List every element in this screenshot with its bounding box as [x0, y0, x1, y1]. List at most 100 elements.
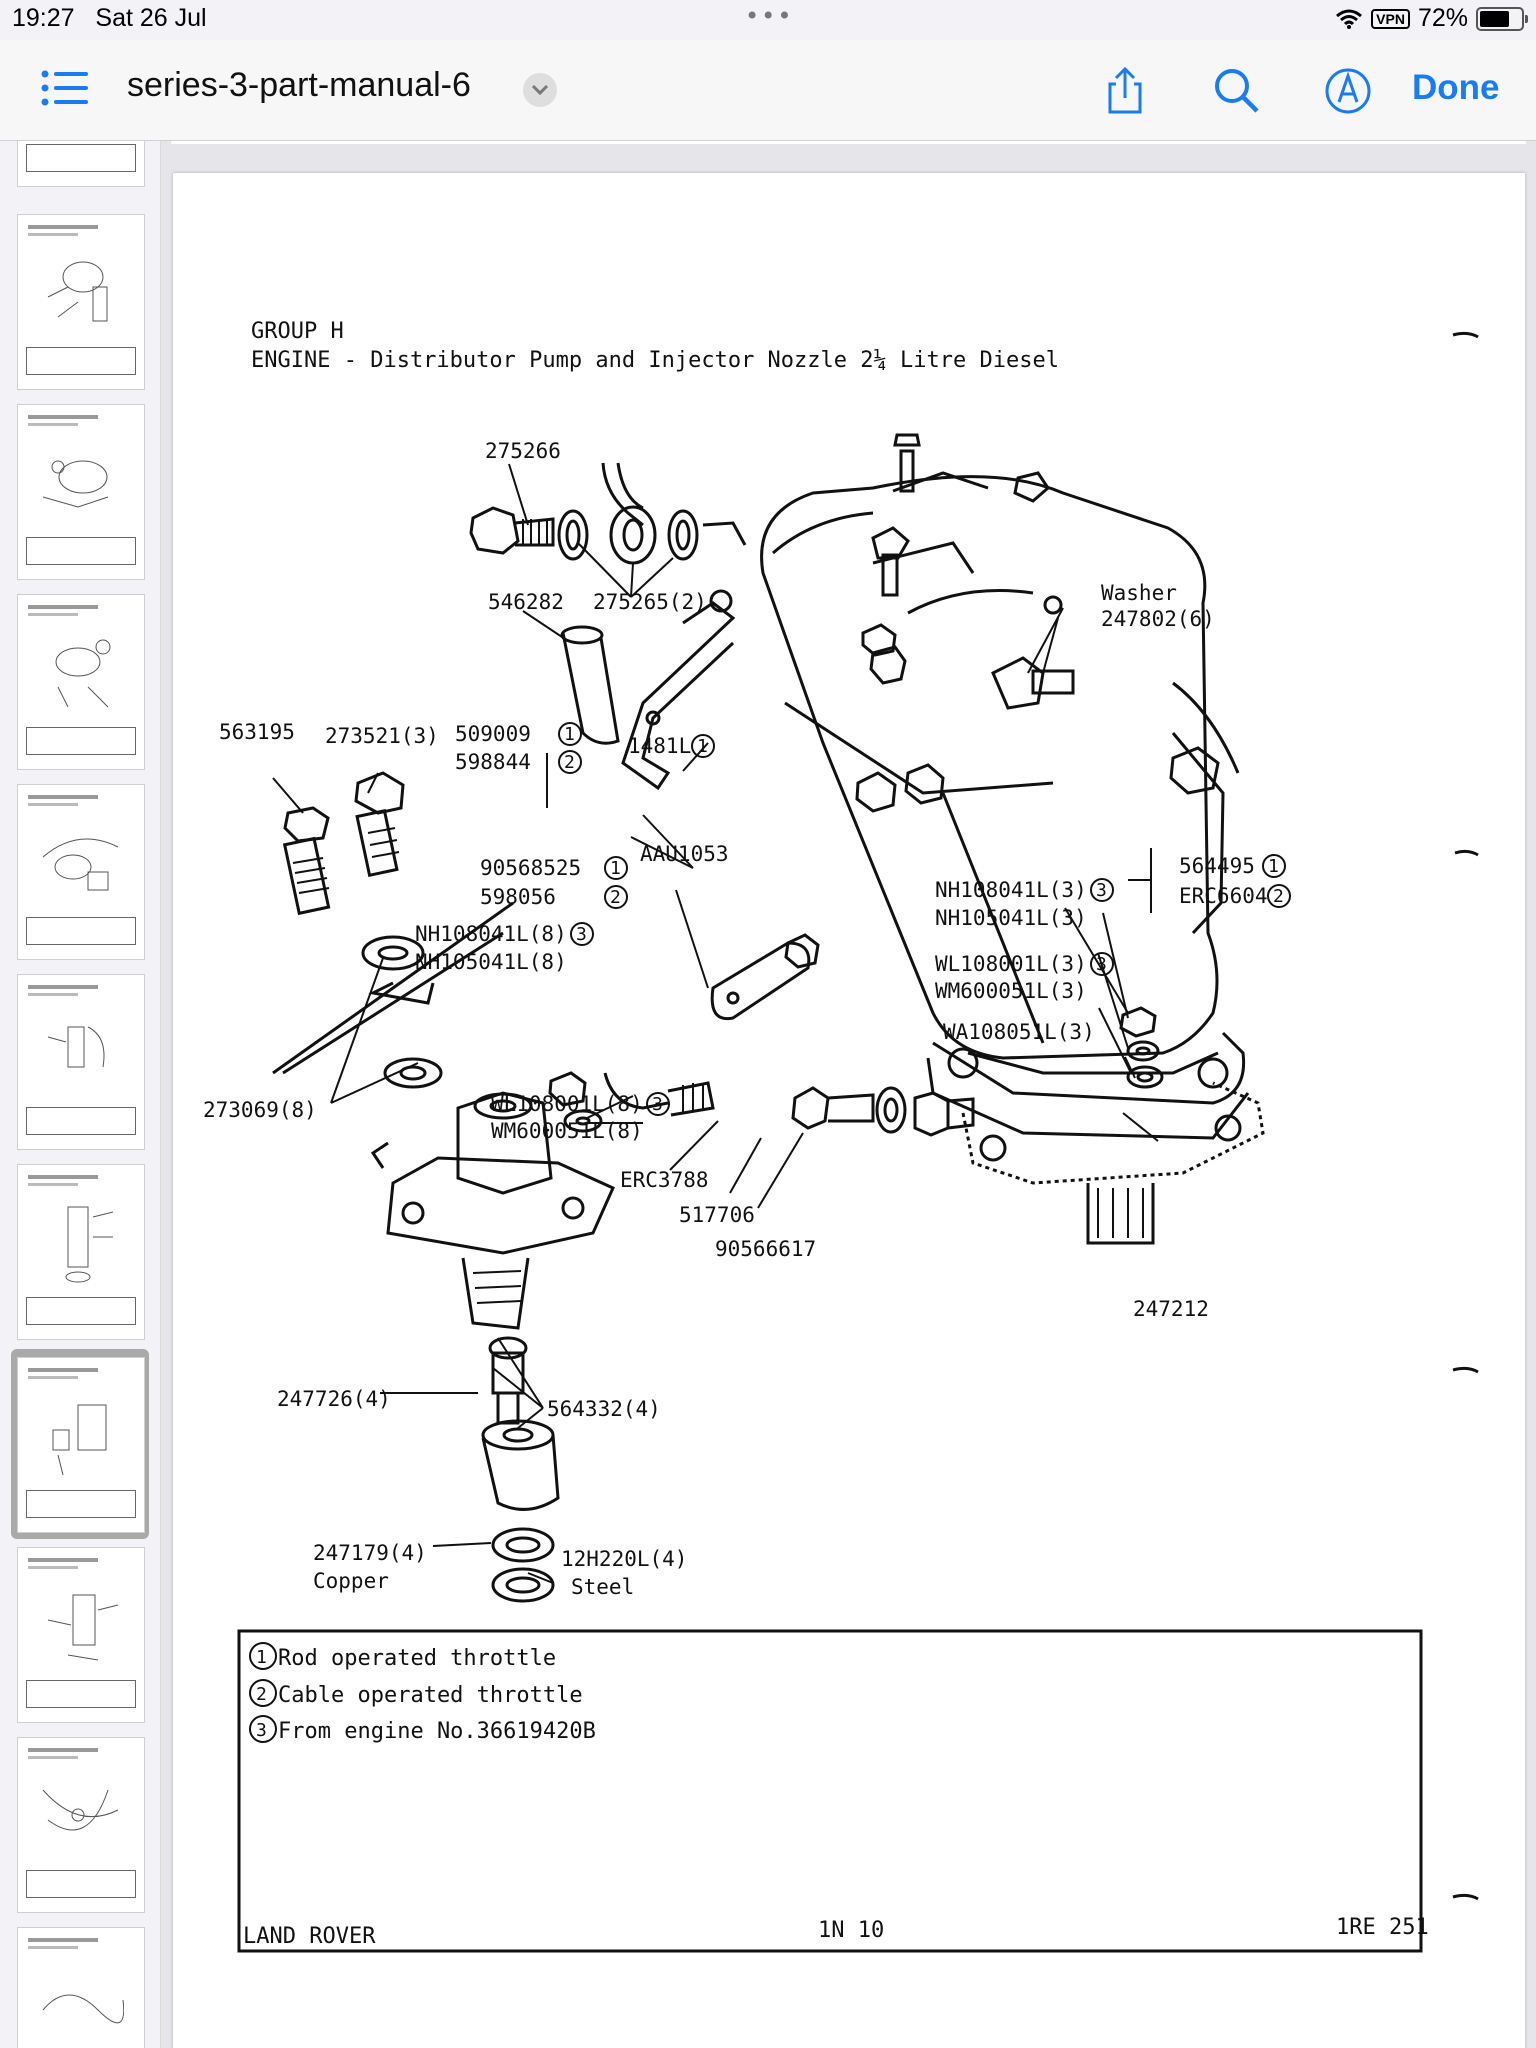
notes-box [237, 1629, 1423, 1953]
marker-598056: 2 [604, 885, 628, 909]
banjo-bolts-left [282, 771, 405, 916]
page-thumbnail[interactable] [17, 1737, 145, 1913]
part-labels: 275266 546282 275265(2) Washer 247802(6)… [203, 439, 1268, 1599]
svg-text:1: 1 [697, 736, 708, 757]
wifi-icon [1336, 9, 1363, 29]
note-3: 3 From engine No.36619420B [249, 1715, 596, 1744]
page-heading: ENGINE - Distributor Pump and Injector N… [251, 348, 1059, 373]
page-thumbnail-current[interactable] [17, 1357, 145, 1533]
battery-fill [1480, 10, 1509, 27]
label-washer: Washer [1101, 581, 1177, 605]
sleeve-part [560, 625, 620, 745]
page-thumbnail[interactable] [17, 1164, 145, 1340]
label-ERC3788: ERC3788 [620, 1168, 709, 1192]
marker-90568525: 1 [604, 856, 628, 880]
page-footer: LAND ROVER 1N 10 1RE 251 [243, 1915, 1429, 1949]
label-509009: 509009 [455, 722, 531, 746]
label-steel: Steel [571, 1575, 634, 1599]
label-517706: 517706 [679, 1203, 755, 1227]
done-button[interactable]: Done [1412, 68, 1500, 107]
page-thumbnails-sidebar[interactable]: ••• [0, 141, 161, 2048]
page-thumbnail[interactable] [17, 784, 145, 960]
label-275265: 275265(2) [593, 590, 707, 614]
label-564332: 564332(4) [547, 1397, 661, 1421]
svg-text:From engine No.36619420B: From engine No.36619420B [278, 1719, 596, 1744]
label-WM600051L-8: WM600051L(8) [491, 1119, 643, 1143]
list-icon[interactable] [40, 68, 90, 112]
throttle-link [710, 933, 820, 1021]
marker-1481L: 1 [691, 734, 715, 758]
marker-WL108001L-8: 3 [646, 1092, 670, 1116]
svg-text:1: 1 [256, 1647, 267, 1668]
marker-ERC6604: 2 [1267, 884, 1291, 908]
svg-text:3: 3 [256, 1720, 267, 1741]
marker-564495: 1 [1262, 854, 1286, 878]
label-546282: 546282 [488, 590, 564, 614]
washers-273069 [272, 901, 514, 1089]
label-90566617: 90566617 [715, 1237, 816, 1261]
share-icon[interactable] [1100, 66, 1150, 116]
svg-text:1: 1 [1268, 856, 1279, 877]
document-title[interactable]: series-3-part-manual-6 [127, 66, 471, 104]
markup-icon[interactable] [1323, 66, 1373, 116]
battery-percent: 72% [1417, 4, 1468, 32]
label-598056: 598056 [480, 885, 556, 909]
svg-text:1: 1 [564, 724, 575, 745]
footer-left: LAND ROVER [243, 1924, 376, 1949]
battery-icon [1476, 6, 1528, 31]
svg-text:2: 2 [610, 887, 621, 908]
status-bar: 19:27 Sat 26 Jul ••• VPN 72% [0, 0, 1536, 40]
rear-banjo-assembly [791, 1086, 975, 1137]
marker-NH108041L-8: 3 [570, 922, 594, 946]
footer-center: 1N 10 [818, 1918, 884, 1943]
title-menu-button[interactable] [523, 73, 557, 107]
search-icon[interactable] [1212, 66, 1262, 116]
label-AAU1053: AAU1053 [640, 842, 729, 866]
label-WA108051L-3: WA108051L(3) [943, 1020, 1095, 1044]
label-WM600051L-3: WM600051L(3) [935, 979, 1087, 1003]
label-12H220L: 12H220L(4) [561, 1547, 687, 1571]
banjo-bolt-assembly [469, 462, 747, 565]
svg-text:1: 1 [610, 858, 621, 879]
svg-text:Rod operated throttle: Rod operated throttle [278, 1646, 556, 1671]
label-copper: Copper [313, 1569, 389, 1593]
svg-text:3: 3 [652, 1094, 663, 1115]
svg-text:2: 2 [564, 752, 575, 773]
svg-text:2: 2 [1273, 886, 1284, 907]
page-thumbnail[interactable] [17, 974, 145, 1150]
throttle-lever-bracket [621, 589, 736, 791]
label-NH105041L-8: NH105041L(8) [415, 950, 567, 974]
page-thumbnail[interactable] [17, 1927, 145, 2048]
page-thumbnail[interactable] [17, 594, 145, 770]
label-273521: 273521(3) [325, 724, 439, 748]
svg-text:3: 3 [576, 924, 587, 945]
marker-598844: 2 [558, 750, 582, 774]
label-WL108001L-3: WL108001L(3) [935, 952, 1087, 976]
page-thumbnail[interactable] [17, 141, 145, 187]
pump-body [760, 433, 1265, 1245]
page-thumbnail[interactable] [17, 214, 145, 390]
label-247212: 247212 [1133, 1297, 1209, 1321]
label-1481L: 1481L [628, 734, 691, 758]
document-viewer[interactable]: GROUP H ENGINE - Distributor Pump and In… [161, 141, 1536, 2048]
label-ERC6604: ERC6604 [1179, 884, 1268, 908]
page-thumbnail[interactable] [17, 1547, 145, 1723]
label-273069: 273069(8) [203, 1098, 317, 1122]
marker-WL108001L-3: 3 [1090, 952, 1114, 976]
svg-text:3: 3 [1096, 880, 1107, 901]
margin-marks [1452, 331, 1479, 1901]
chevron-down-icon [531, 84, 549, 96]
group-label: GROUP H [251, 319, 344, 344]
previous-page-edge [171, 141, 1526, 144]
manual-page: GROUP H ENGINE - Distributor Pump and In… [173, 173, 1525, 2048]
label-NH105041L-3: NH105041L(3) [935, 906, 1087, 930]
label-90568525: 90568525 [480, 856, 581, 880]
document-toolbar: series-3-part-manual-6 Done [0, 40, 1536, 141]
label-247802: 247802(6) [1101, 607, 1215, 631]
page-thumbnail[interactable] [17, 404, 145, 580]
exploded-parts-diagram: GROUP H ENGINE - Distributor Pump and In… [203, 319, 1479, 1953]
multitasking-dots[interactable]: ••• [745, 2, 794, 30]
svg-text:Cable operated throttle: Cable operated throttle [278, 1683, 583, 1708]
